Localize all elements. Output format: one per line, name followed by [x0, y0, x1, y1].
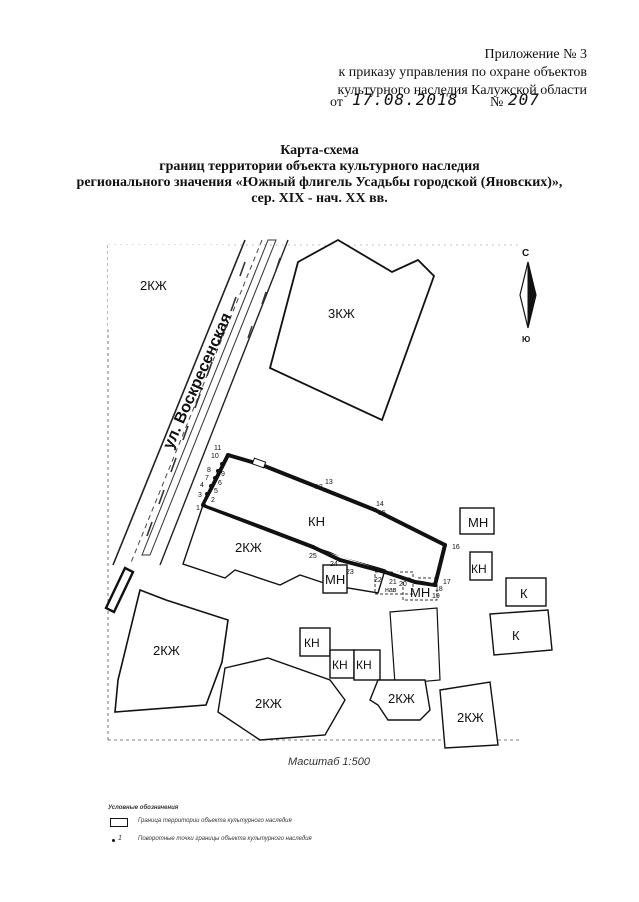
- building-kn-right: [469, 551, 493, 581]
- building-mn-small: [322, 564, 348, 594]
- turning-points: [201, 453, 447, 587]
- small-structure: [104, 566, 135, 614]
- point-label-24: 24: [330, 561, 338, 568]
- building-k-1: [505, 577, 547, 607]
- label-2kzh-topleft: 2КЖ: [140, 278, 167, 293]
- street-edge-east: [159, 239, 289, 566]
- title-line-2: границ территории объекта культурного на…: [159, 159, 480, 174]
- street-median: [141, 239, 277, 556]
- point-label-7: 7: [205, 475, 209, 482]
- number-prefix: №: [490, 95, 504, 110]
- order-number: 207: [508, 90, 540, 109]
- annex-line-1: Приложение № 3: [484, 47, 588, 62]
- label-2kzh-middle: 2КЖ: [235, 540, 262, 555]
- label-kn-b: КН: [332, 658, 348, 672]
- title-line-4: сер. XIX - нач. XX вв.: [251, 191, 388, 206]
- legend-points-text: Поворотные точки границы объекта культур…: [138, 836, 312, 842]
- legend-boundary-text: Граница территории объекта культурного н…: [138, 818, 292, 824]
- point-label-18: 18: [435, 586, 443, 593]
- point-number-labels: 1 2 3 4 5 6 7 8 9 10 11 12 13 14 15 16 1…: [196, 445, 460, 600]
- legend-point-number: 1: [118, 835, 122, 842]
- legend: Условные обозначения Граница территории …: [108, 805, 528, 852]
- annex-block: Приложение № 3 к приказу управления по о…: [338, 46, 587, 100]
- title-line-1: Карта-схема: [280, 143, 359, 158]
- point-label-14: 14: [376, 501, 384, 508]
- label-k-1: К: [520, 586, 528, 601]
- building-mn-right-small: [459, 507, 495, 535]
- compass-south-label: Ю: [522, 335, 530, 344]
- map-title: Карта-схема границ территории объекта ку…: [0, 143, 639, 207]
- point-label-20: 20: [399, 581, 407, 588]
- point-label-12: 12: [315, 484, 323, 491]
- point-marker-icon: [112, 839, 115, 842]
- annex-line-2: к приказу управления по охране объектов: [338, 65, 587, 80]
- point-label-1: 1: [196, 505, 200, 512]
- label-kn-main: КН: [308, 514, 325, 529]
- heritage-boundary-inner: [205, 458, 442, 583]
- label-mn-small: МН: [325, 572, 345, 587]
- building-2kzh-bottomright: [439, 681, 499, 749]
- point-label-5: 5: [214, 488, 218, 495]
- point-label-13: 13: [325, 479, 333, 486]
- building-unlabeled: [389, 607, 441, 685]
- label-kn-right: КН: [471, 562, 487, 576]
- label-kn-c: КН: [356, 658, 372, 672]
- curb-ticks: [146, 261, 246, 537]
- compass-north-label: С: [522, 248, 529, 259]
- label-2kzh-center: 2КЖ: [388, 691, 415, 706]
- gate-marker: [251, 457, 267, 469]
- point-label-9: 9: [221, 471, 225, 478]
- point-label-10: 10: [211, 453, 219, 460]
- point-label-8: 8: [207, 467, 211, 474]
- label-mn-right: МН: [410, 585, 430, 600]
- point-label-15: 15: [378, 510, 386, 517]
- building-kn-a: [299, 627, 331, 657]
- legend-item-boundary: Граница территории объекта культурного н…: [108, 816, 528, 834]
- curb-ticks-east: [247, 257, 281, 339]
- point-label-11: 11: [214, 445, 221, 452]
- point-label-17: 17: [443, 579, 451, 586]
- point-label-23: 23: [346, 569, 354, 576]
- building-2kzh-center: [369, 679, 431, 721]
- building-kn-c: [353, 649, 381, 681]
- legend-item-points: 1 Поворотные точки границы объекта культ…: [108, 834, 528, 852]
- building-2kzh-middle: [182, 504, 386, 594]
- label-k-2: К: [512, 628, 520, 643]
- building-3kzh: [268, 238, 436, 422]
- point-label-16: 16: [452, 544, 460, 551]
- annex-line-3: культурного наследия Калужской области: [337, 83, 587, 98]
- building-2kzh-bottomcenter: [217, 657, 346, 741]
- boundary-swatch-icon: [110, 818, 128, 827]
- site-map: ул. Воскресенская 2КЖ 3КЖ 2КЖ МН нав МН …: [104, 238, 553, 749]
- legend-title: Условные обозначения: [108, 805, 179, 811]
- street-label: ул. Воскресенская: [160, 311, 235, 452]
- point-label-2: 2: [211, 497, 215, 504]
- point-label-21: 21: [389, 579, 397, 586]
- label-mn-right-small: МН: [468, 515, 488, 530]
- building-mn-dashed: [402, 577, 438, 601]
- point-label-25: 25: [309, 553, 317, 560]
- title-line-3: регионального значения «Южный флигель Ус…: [76, 175, 563, 190]
- label-2kzh-bottomleft: 2КЖ: [153, 643, 180, 658]
- street-edge-west: [112, 239, 246, 566]
- label-2kzh-bottomright: 2КЖ: [457, 710, 484, 725]
- compass-icon: [519, 261, 537, 329]
- point-label-22: 22: [374, 577, 382, 584]
- building-2kzh-bottomleft: [114, 588, 229, 713]
- point-label-3: 3: [198, 492, 202, 499]
- point-label-4: 4: [200, 482, 204, 489]
- label-3kzh: 3КЖ: [328, 306, 355, 321]
- point-label-19: 19: [432, 593, 440, 600]
- building-2kzh-topleft: [108, 245, 225, 330]
- order-date: 17.08.2018: [352, 90, 459, 109]
- building-k-2: [489, 609, 553, 656]
- street-edge-west-dashed: [129, 239, 263, 566]
- order-date-line: от 17.08.2018 № 207: [330, 90, 590, 115]
- map-scale: Масштаб 1:500: [288, 756, 370, 768]
- point-label-6: 6: [218, 480, 222, 487]
- label-2kzh-bottomcenter: 2КЖ: [255, 696, 282, 711]
- date-prefix: от: [330, 95, 343, 110]
- label-kn-a: КН: [304, 636, 320, 650]
- label-nav: нав: [385, 587, 397, 594]
